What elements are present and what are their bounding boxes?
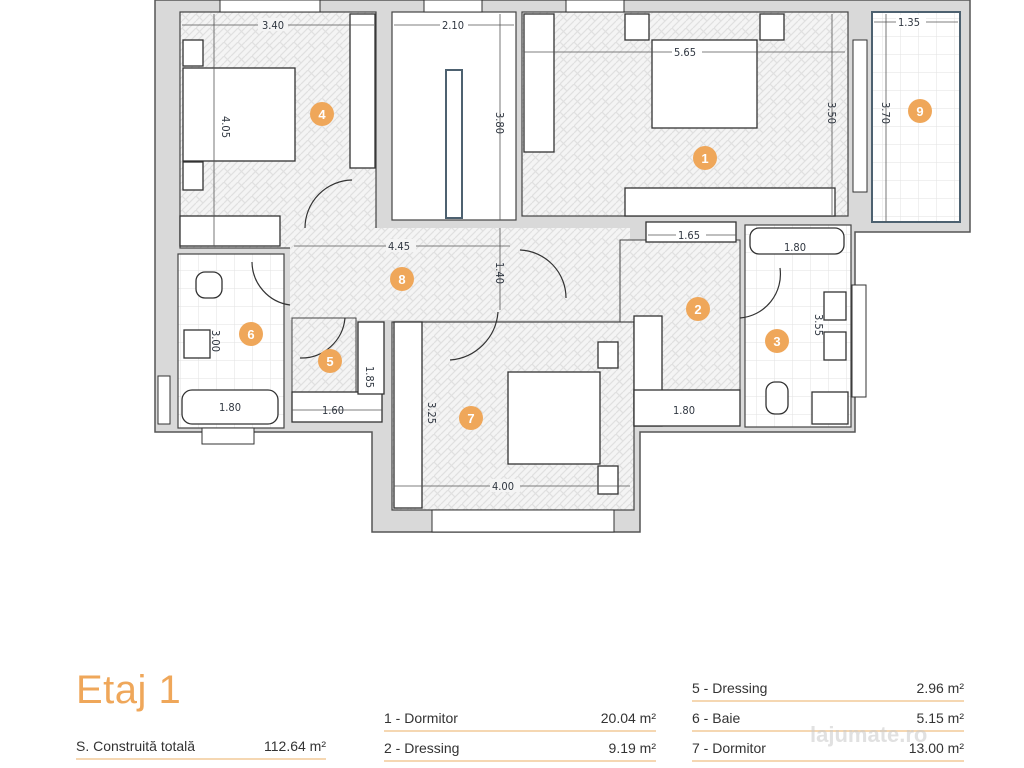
dim-1-40: 1.40	[493, 262, 506, 284]
floor-title: Etaj 1	[76, 668, 182, 712]
dim-1-80-tub-right: 1.80	[784, 241, 806, 254]
room-badge-8[interactable]: 8	[390, 267, 414, 291]
dimension-labels: 3.40 2.10 5.65 1.35 4.45 1.65 1.80 1.80 …	[209, 15, 926, 493]
room-label: 5 - Dressing	[692, 680, 768, 696]
svg-text:3: 3	[773, 334, 780, 349]
dim-4-00: 4.00	[492, 480, 514, 493]
dim-5-65: 5.65	[674, 46, 696, 59]
summary-row: S. Construită totală 112.64 m²	[76, 738, 326, 760]
dim-1-60: 1.60	[322, 404, 344, 417]
svg-text:8: 8	[398, 272, 405, 287]
room-area: 20.04 m²	[600, 710, 656, 726]
dim-3-00: 3.00	[209, 330, 222, 352]
svg-text:1: 1	[701, 151, 708, 166]
room-badge-6[interactable]: 6	[239, 322, 263, 346]
dim-1-65: 1.65	[678, 229, 700, 242]
dim-3-25: 3.25	[425, 402, 438, 424]
dim-1-85: 1.85	[363, 366, 376, 388]
dim-3-80: 3.80	[493, 112, 506, 134]
room-row-5: 5 - Dressing 2.96 m²	[692, 680, 964, 702]
room-badge-4[interactable]: 4	[310, 102, 334, 126]
dim-2-10: 2.10	[442, 19, 464, 32]
dim-4-05: 4.05	[219, 116, 232, 138]
room-row-1: 1 - Dormitor 20.04 m²	[384, 710, 656, 732]
dim-1-80-closet: 1.80	[673, 404, 695, 417]
room-label: 6 - Baie	[692, 710, 741, 726]
room-row-7: 7 - Dormitor 13.00 m²	[692, 740, 964, 762]
room-badge-7[interactable]: 7	[459, 406, 483, 430]
dim-3-70: 3.70	[879, 102, 892, 124]
room-area: 2.96 m²	[916, 680, 964, 696]
room-badges: 1 2 3 4 5 6 7 8 9	[239, 99, 932, 430]
svg-text:2: 2	[694, 302, 701, 317]
room-badge-1[interactable]: 1	[693, 146, 717, 170]
room-label: 7 - Dormitor	[692, 740, 766, 756]
room-badge-2[interactable]: 2	[686, 297, 710, 321]
room-badge-5[interactable]: 5	[318, 349, 342, 373]
room-row-6: 6 - Baie 5.15 m²	[692, 710, 964, 732]
dim-3-55: 3.55	[812, 314, 825, 336]
dim-1-35: 1.35	[898, 16, 920, 29]
svg-text:6: 6	[247, 327, 254, 342]
floor-plan: 3.40 2.10 5.65 1.35 4.45 1.65 1.80 1.80 …	[154, 0, 971, 533]
dim-3-40: 3.40	[262, 19, 284, 32]
summary-value: 112.64 m²	[264, 738, 326, 754]
room-badge-9[interactable]: 9	[908, 99, 932, 123]
svg-text:9: 9	[916, 104, 923, 119]
summary-label: S. Construită totală	[76, 738, 196, 754]
svg-text:7: 7	[467, 411, 474, 426]
room-8-floor	[290, 228, 630, 320]
doors	[251, 179, 782, 361]
windows	[157, 0, 868, 533]
room-area: 13.00 m²	[908, 740, 964, 756]
room-label: 2 - Dressing	[384, 740, 460, 756]
room-area: 9.19 m²	[608, 740, 656, 756]
svg-text:5: 5	[326, 354, 333, 369]
furniture	[179, 13, 849, 509]
svg-text:4: 4	[318, 107, 326, 122]
room-label: 1 - Dormitor	[384, 710, 458, 726]
room-badge-3[interactable]: 3	[765, 329, 789, 353]
dim-1-80-tub-left: 1.80	[219, 401, 241, 414]
watermark: lajumate.ro	[810, 722, 928, 747]
room-area: 5.15 m²	[916, 710, 964, 726]
dim-3-50: 3.50	[825, 102, 838, 124]
room-row-2: 2 - Dressing 9.19 m²	[384, 740, 656, 762]
dim-4-45: 4.45	[388, 240, 410, 253]
